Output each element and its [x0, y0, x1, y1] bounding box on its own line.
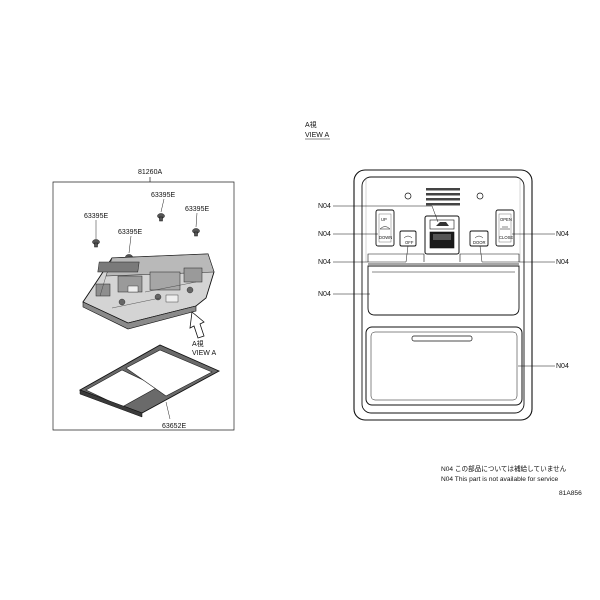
callout-label-n04: N04	[556, 231, 569, 238]
switch-label-up: UP	[381, 217, 387, 222]
screw-icon	[157, 213, 165, 222]
switch-panel-outline	[367, 253, 520, 262]
sunroof-slide-icon	[500, 226, 510, 230]
assembly-bracket	[52, 177, 235, 431]
lens-illustration	[78, 344, 221, 418]
note-jp: N04 この部品については補給していません	[441, 464, 567, 473]
leader-lens	[165, 401, 171, 420]
part-label-screw-2: 63395E	[84, 213, 108, 220]
callout-label-n04: N04	[318, 259, 331, 266]
switch-label-close: CLOSE	[499, 235, 513, 240]
callout-leader	[431, 205, 439, 223]
door-switch: DOOR	[469, 230, 489, 247]
leader-screw-1	[160, 198, 165, 213]
callout-leader	[479, 245, 555, 263]
map-light-icon	[403, 235, 413, 239]
note-en: N04 This part is not available for servi…	[441, 476, 558, 483]
off-switch: OFF	[399, 230, 417, 247]
leader-screw-3	[195, 212, 198, 228]
screw-hole-icon	[404, 192, 412, 200]
sunroof-icon	[379, 226, 391, 230]
callout-label-n04: N04	[318, 291, 331, 298]
switch-label-down: DOWN	[379, 235, 392, 240]
switch-label-door: DOOR	[473, 240, 486, 245]
view-title-jp: A視	[305, 120, 317, 129]
view-a-group: A視 VIEW A UP DOWN	[305, 120, 569, 421]
switch-label-open: OPEN	[500, 217, 512, 222]
leader-screw-4	[128, 235, 132, 254]
screw-icon	[192, 228, 200, 237]
door-light-icon	[474, 235, 484, 239]
callouts: N04 N04 N04 N04 N04 N04 N04	[318, 203, 569, 370]
part-label-63652e: 63652E	[162, 423, 186, 430]
callout-label-n04: N04	[556, 259, 569, 266]
center-module	[424, 215, 460, 255]
storage-tray	[367, 265, 520, 316]
view-arrow-label-jp: A視	[192, 339, 204, 348]
callout-label-n04: N04	[556, 363, 569, 370]
console-housing-illustration	[82, 253, 215, 330]
callout-leader	[333, 245, 409, 263]
part-label-81260a: 81260A	[138, 169, 162, 176]
vent-grille	[426, 188, 460, 206]
sunroof-open-close-switch: OPEN CLOSE	[495, 209, 515, 247]
view-arrow-icon	[189, 311, 205, 339]
callout-label-n04: N04	[318, 231, 331, 238]
assembly-group: 81260A 63395E 63395E 63395E 63395E 63652…	[52, 169, 235, 431]
part-label-screw-3: 63395E	[185, 206, 209, 213]
sunglass-holder-lid	[365, 326, 523, 406]
sunroof-up-down-switch: UP DOWN	[375, 209, 395, 247]
car-icon	[436, 222, 449, 226]
switch-label-off: OFF	[405, 240, 414, 245]
figure-id: 81A856	[559, 490, 582, 497]
view-arrow-label-en: VIEW A	[192, 350, 216, 357]
view-title-en: VIEW A	[305, 132, 329, 139]
part-label-screw-1: 63395E	[151, 192, 175, 199]
screw-hole-icon	[476, 192, 484, 200]
callout-label-n04: N04	[318, 203, 331, 210]
screw-icon	[92, 239, 100, 248]
part-label-screw-4: 63395E	[118, 229, 142, 236]
